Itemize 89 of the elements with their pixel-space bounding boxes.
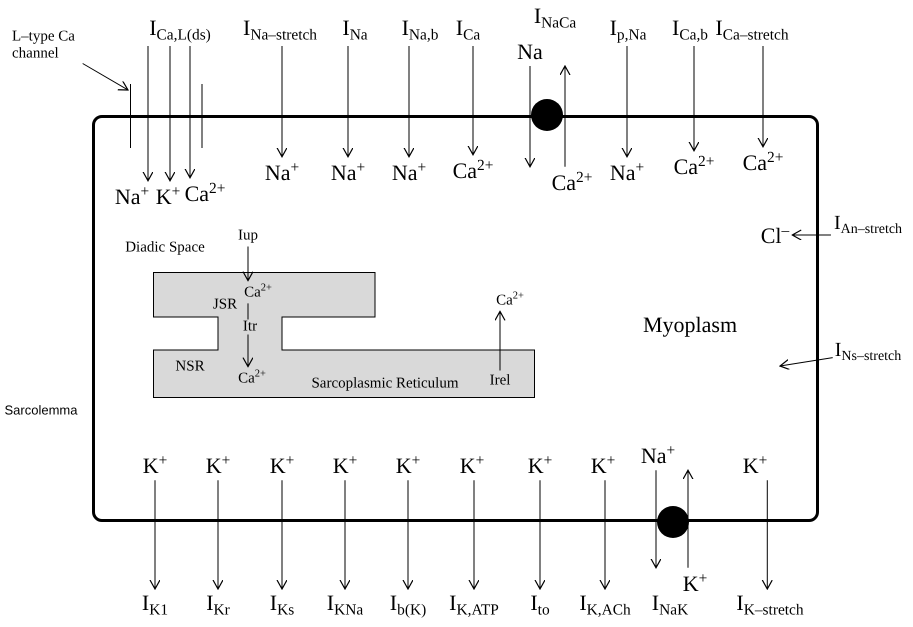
flux-arrow <box>164 46 176 182</box>
current-label: I$_{Ns–stretch}$ <box>834 340 902 364</box>
flux-arrow <box>779 357 834 370</box>
ion-label: K$^{+}$ <box>742 452 768 478</box>
flux-arrow <box>149 480 161 590</box>
flux-label: Irel <box>490 374 510 388</box>
flux-arrow <box>621 46 633 158</box>
ion-label: Ca$^{2+}$ <box>244 284 272 300</box>
ion-label: K$^{+}$ <box>156 184 180 208</box>
compartment-label: NSR <box>175 360 205 374</box>
compartment-label: JSR <box>212 298 238 312</box>
current-label: I$_{K,ATP}$ <box>449 592 499 618</box>
ion-label: Ca$^{2+}$ <box>552 170 592 194</box>
flux-arrow <box>212 480 224 590</box>
current-label: I$_{An–stretch}$ <box>834 212 902 238</box>
ion-label: K$^{+}$ <box>206 452 230 478</box>
ion-label: K$^{+}$ <box>396 452 420 478</box>
region-label: Myoplasm <box>642 314 738 336</box>
current-label: I$_{Na}$ <box>342 17 368 43</box>
ion-label: Na$^{+}$ <box>264 160 300 184</box>
ion-label: Na <box>517 41 543 63</box>
current-label: I$_{NaCa}$ <box>534 5 576 31</box>
current-label: I$_{K,ACh}$ <box>579 592 631 618</box>
flux-arrow <box>276 480 288 590</box>
flux-arrow <box>339 480 351 590</box>
ion-label: Ca$^{2+}$ <box>184 180 226 206</box>
ion-label: Cl$^{–}$ <box>760 222 790 248</box>
current-label: I$_{Na–stretch}$ <box>243 17 317 43</box>
ion-label: Na$^{+}$ <box>610 160 644 184</box>
flux-arrow <box>242 302 254 368</box>
current-label: I$_{b(K)}$ <box>390 592 426 618</box>
flux-arrow <box>757 46 769 148</box>
callout-text: L–type Ca channel <box>12 28 104 62</box>
ion-label: Na$^{+}$ <box>330 160 366 184</box>
flux-arrow <box>184 46 196 178</box>
edge-label: Itr <box>242 320 258 334</box>
ion-label: Ca$^{2+}$ <box>496 292 524 308</box>
current-label: I$_{Ca,b}$ <box>672 17 708 43</box>
flux-arrow <box>650 470 662 568</box>
exchanger-pump <box>531 99 563 131</box>
flux-arrow <box>559 65 571 168</box>
ion-label: Ca$^{2+}$ <box>238 370 266 386</box>
flux-arrow <box>242 246 254 282</box>
current-label: I$_{Ca–stretch}$ <box>715 17 789 43</box>
ion-label: K$^{+}$ <box>142 452 168 478</box>
ion-label: Na$^{+}$ <box>640 442 676 468</box>
current-label: I$_{Ca}$ <box>456 17 480 43</box>
flux-arrow <box>599 480 611 590</box>
ion-label: K$^{+}$ <box>270 452 294 478</box>
ion-label: K$^{+}$ <box>528 452 552 478</box>
flux-arrow <box>762 480 773 590</box>
flux-arrow <box>524 66 536 168</box>
membrane-label: Sarcolemma <box>4 404 78 416</box>
structure-label: Sarcoplasmic Reticulum <box>311 376 459 392</box>
flux-arrow <box>276 46 288 158</box>
current-label: I$_{Kr}$ <box>206 592 230 618</box>
ion-label: Ca$^{2+}$ <box>742 150 784 174</box>
ion-channel <box>130 84 133 148</box>
ion-label: Ca$^{2+}$ <box>674 154 714 178</box>
ion-label: K$^{+}$ <box>332 452 358 478</box>
flux-arrow <box>494 310 506 371</box>
exchanger-pump <box>657 506 689 538</box>
flux-arrow <box>342 46 354 158</box>
flux-label: Iup <box>238 228 258 244</box>
flux-arrow <box>402 480 414 590</box>
cell-outline <box>92 115 819 522</box>
ion-label: Ca$^{2+}$ <box>452 158 494 182</box>
ion-label: K$^{+}$ <box>460 452 484 478</box>
current-label: I$_{KNa}$ <box>326 592 364 618</box>
flux-arrow <box>688 46 700 152</box>
current-label: I$_{Ks}$ <box>270 592 294 618</box>
flux-arrow <box>682 470 694 568</box>
flux-arrow <box>468 480 480 590</box>
current-label: I$_{Ca,L(ds)}$ <box>149 17 211 43</box>
ion-label: Na$^{+}$ <box>114 184 150 208</box>
current-label: I$_{K1}$ <box>142 592 168 618</box>
flux-arrow <box>792 229 832 241</box>
flux-arrow <box>534 480 546 590</box>
flux-arrow <box>142 46 154 182</box>
ion-label: Na$^{+}$ <box>392 160 426 184</box>
current-label: I$_{to}$ <box>530 592 550 618</box>
flux-arrow <box>467 46 479 156</box>
current-label: I$_{p,Na}$ <box>610 17 646 43</box>
current-label: I$_{K–stretch}$ <box>736 592 804 618</box>
ion-label: K$^{+}$ <box>590 452 616 478</box>
flux-arrow <box>403 46 415 158</box>
current-label: I$_{Na,b}$ <box>402 17 438 43</box>
region-label: Diadic Space <box>125 240 205 256</box>
leader-arrow <box>82 63 129 91</box>
